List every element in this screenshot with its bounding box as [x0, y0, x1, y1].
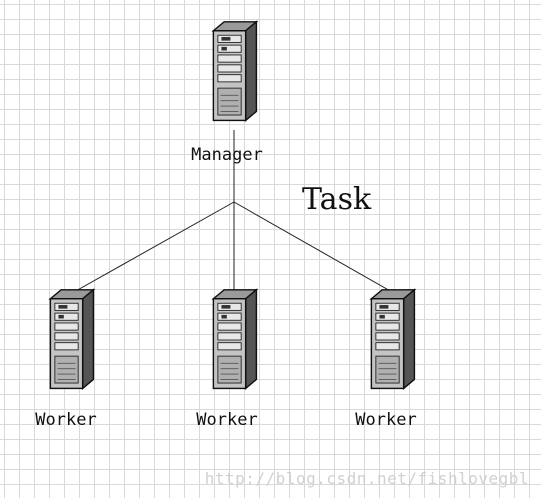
server-icon [211, 20, 259, 122]
worker-label: Worker [355, 410, 417, 430]
server-icon [211, 288, 259, 390]
hub-to-worker-1-line [73, 201, 235, 293]
hub-to-worker-3-line [233, 201, 393, 293]
task-label: Task [302, 182, 372, 217]
worker-label: Worker [196, 410, 258, 430]
server-icon [369, 288, 417, 390]
server-icon [48, 288, 96, 390]
worker-label: Worker [35, 410, 97, 430]
manager-label: Manager [191, 145, 263, 165]
watermark-text: http://blog.csdn.net/fishlovegbl [204, 469, 529, 488]
